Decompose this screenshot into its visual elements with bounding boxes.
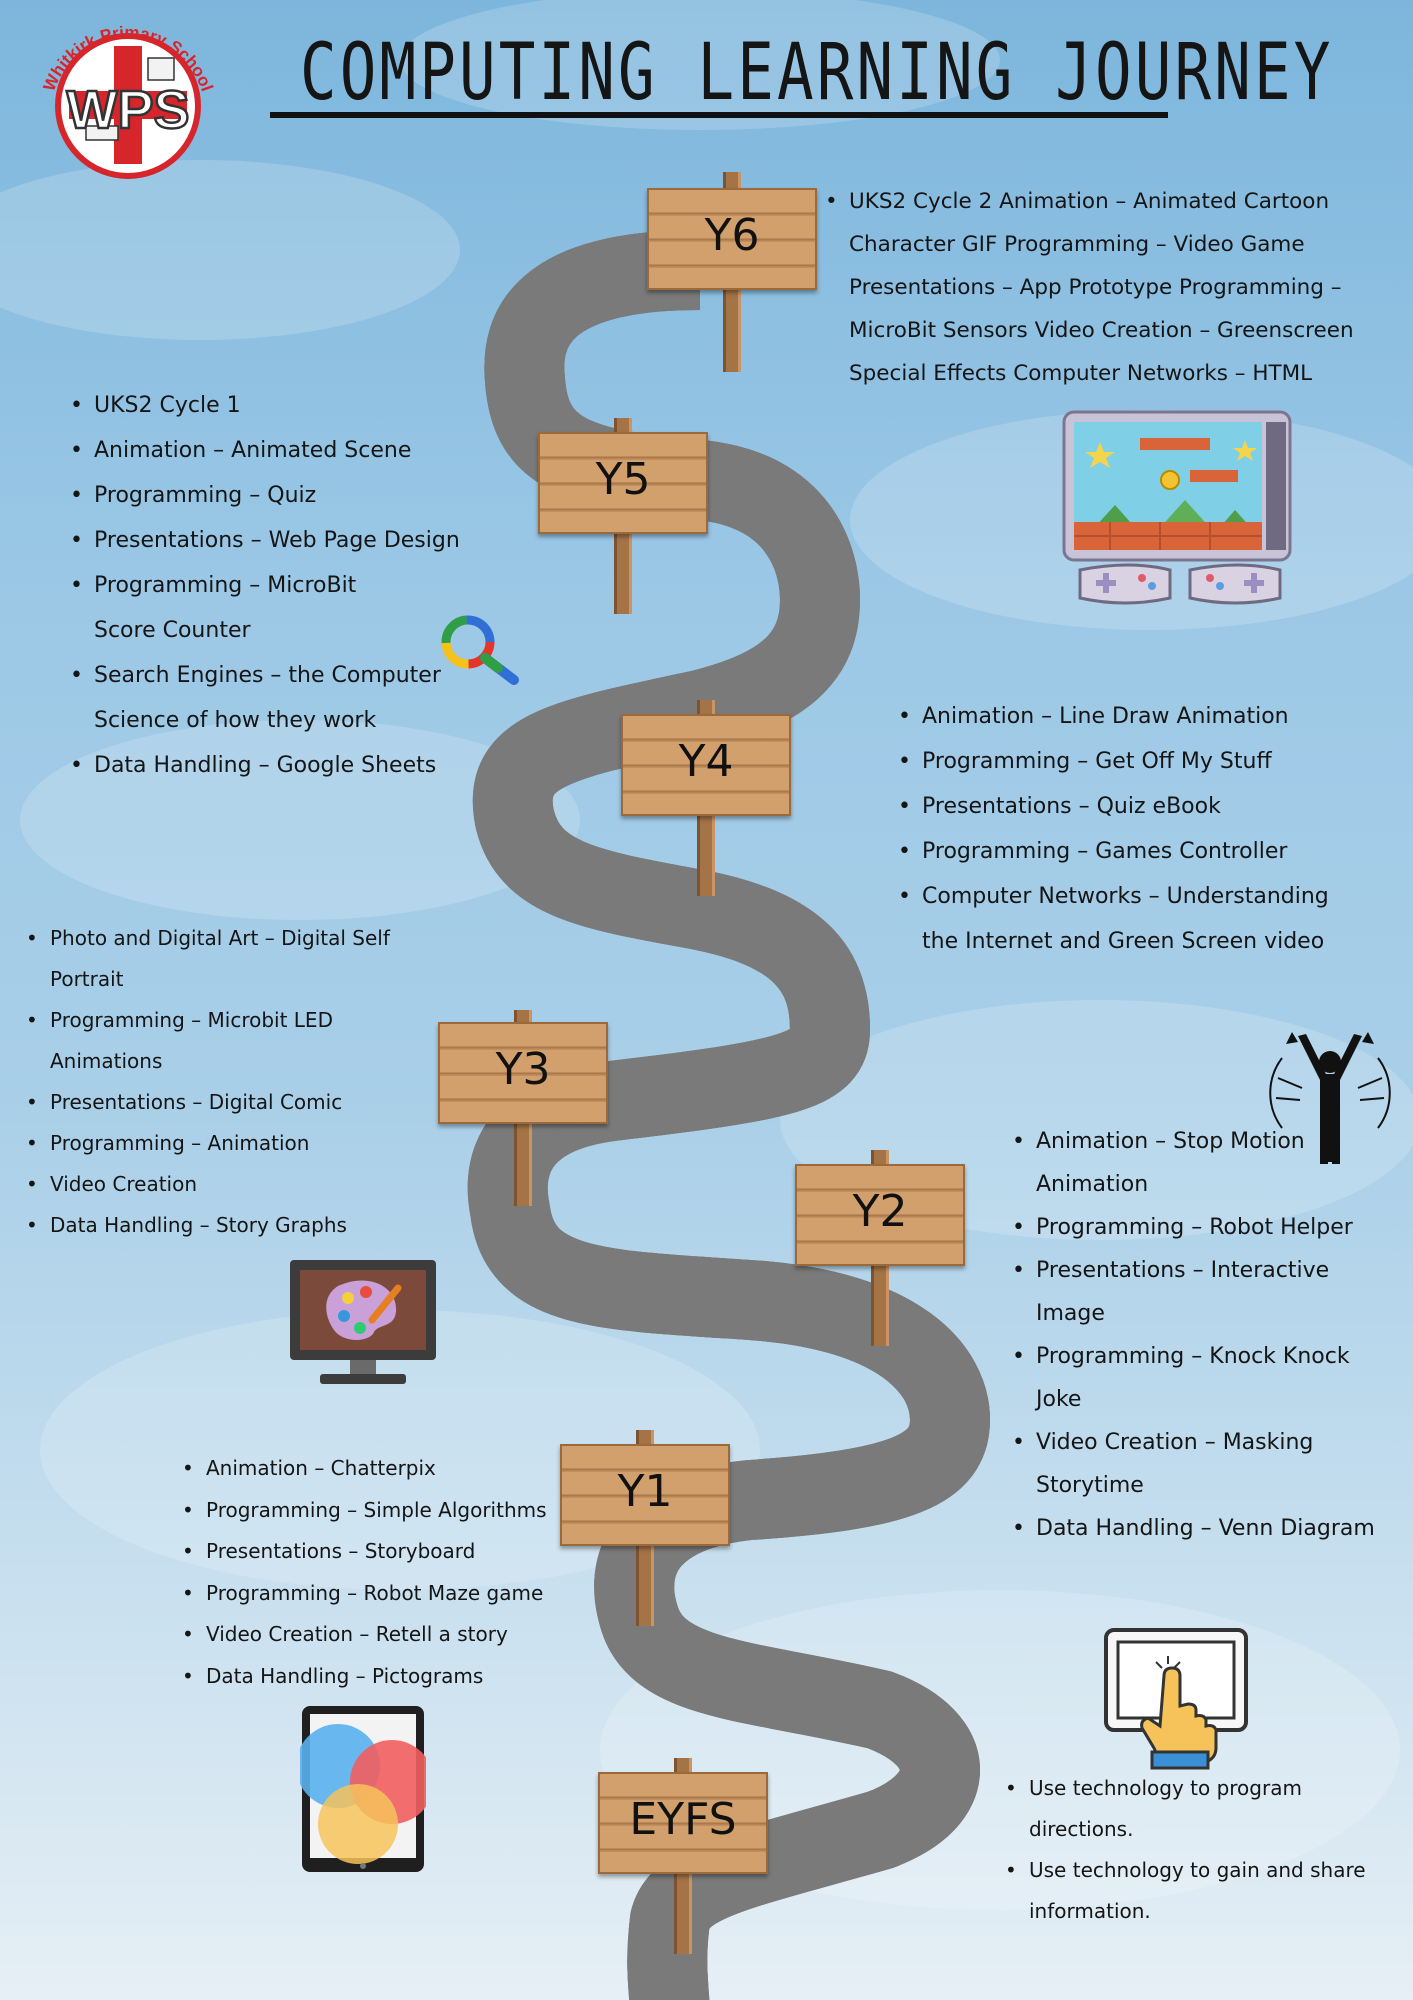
list-item: Programming – Get Off My Stuff [898, 739, 1358, 784]
sign-label-y2: Y2 [852, 1186, 908, 1237]
list-item: Use technology to program directions. [1005, 1768, 1349, 1850]
list-item: Video Creation – Masking Storytime [1012, 1421, 1336, 1507]
list-item: Programming – Games Controller [898, 829, 1358, 874]
list-item: Programming – Simple Algorithms [182, 1490, 562, 1532]
list-item: Presentations – Quiz eBook [898, 784, 1358, 829]
sign-label-eyfs: EYFS [629, 1794, 737, 1845]
y5-list: UKS2 Cycle 1 Animation – Animated Scene … [70, 383, 470, 788]
list-item: Presentations – Storyboard [182, 1531, 562, 1573]
list-item: Data Handling – Story Graphs [26, 1205, 396, 1246]
page-title: COMPUTING LEARNING JOURNEY [300, 28, 1334, 118]
list-item: Data Handling – Pictograms [182, 1656, 562, 1698]
magnifying-glass-icon [441, 615, 519, 685]
list-line: Character GIF Programming – Video Game [849, 232, 1305, 257]
list-line: Presentations – App Prototype Programmin… [849, 275, 1342, 300]
sign-label-y1: Y1 [617, 1466, 673, 1517]
list-item: Programming – Robot Helper [1012, 1206, 1402, 1249]
eyfs-list: Use technology to program directions. Us… [1005, 1768, 1385, 1932]
list-item: Computer Networks – Understanding the In… [898, 874, 1342, 964]
list-item: Animation – Stop Motion Animation [1012, 1120, 1306, 1206]
sign-label-y5: Y5 [595, 454, 651, 505]
list-item: Presentations – Digital Comic [26, 1082, 396, 1123]
school-logo: Whitkirk Primary School WPS [40, 23, 217, 179]
stretching-person-icon [1269, 1032, 1391, 1164]
list-item: Programming – Animation [26, 1123, 396, 1164]
list-item: Animation – Line Draw Animation [898, 694, 1358, 739]
list-item: UKS2 Cycle 2 Animation – Animated Cartoo… [825, 180, 1395, 223]
list-item: Programming – Robot Maze game [182, 1573, 562, 1615]
list-item: Data Handling – Google Sheets [70, 743, 470, 788]
list-item: Programming – Quiz [70, 473, 470, 518]
list-item: Use technology to gain and share informa… [1005, 1850, 1404, 1932]
touch-screen-hand-icon [1104, 1628, 1248, 1770]
sign-label-y6: Y6 [704, 210, 760, 261]
logo-letters: WPS [66, 80, 189, 140]
retro-game-console-icon [1062, 410, 1292, 605]
y1-list: Animation – Chatterpix Programming – Sim… [182, 1448, 562, 1697]
list-item: Video Creation – Retell a story [182, 1614, 562, 1656]
list-item: Animation – Chatterpix [182, 1448, 562, 1490]
list-item: Video Creation [26, 1164, 396, 1205]
title-underline [270, 112, 1168, 118]
sign-label-y3: Y3 [495, 1044, 551, 1095]
list-item: Programming – Microbit LED Animations [26, 1000, 350, 1082]
list-item: Animation – Animated Scene [70, 428, 470, 473]
list-item: Programming – Knock Knock Joke [1012, 1335, 1356, 1421]
list-item: UKS2 Cycle 1 [70, 383, 470, 428]
sign-label-y4: Y4 [678, 736, 734, 787]
y6-continuation: Character GIF Programming – Video Game P… [849, 223, 1409, 395]
list-item: Data Handling – Venn Diagram [1012, 1507, 1402, 1550]
y2-list: Animation – Stop Motion Animation Progra… [1012, 1120, 1402, 1550]
y4-list: Animation – Line Draw Animation Programm… [898, 694, 1358, 964]
list-item: Photo and Digital Art – Digital Self Por… [26, 918, 395, 1000]
y3-list: Photo and Digital Art – Digital Self Por… [26, 918, 396, 1246]
list-line: Special Effects Computer Networks – HTML [849, 361, 1313, 386]
list-item: Presentations – Web Page Design [70, 518, 470, 563]
tablet-icon [300, 1706, 426, 1872]
list-item: Search Engines – the Computer Science of… [70, 653, 464, 743]
paint-palette-monitor-icon [290, 1260, 436, 1384]
list-item: Presentations – Interactive Image [1012, 1249, 1356, 1335]
y6-list: UKS2 Cycle 2 Animation – Animated Cartoo… [825, 180, 1395, 223]
list-item: Programming – MicroBit Score Counter [70, 563, 424, 653]
list-line: MicroBit Sensors Video Creation – Greens… [849, 318, 1354, 343]
